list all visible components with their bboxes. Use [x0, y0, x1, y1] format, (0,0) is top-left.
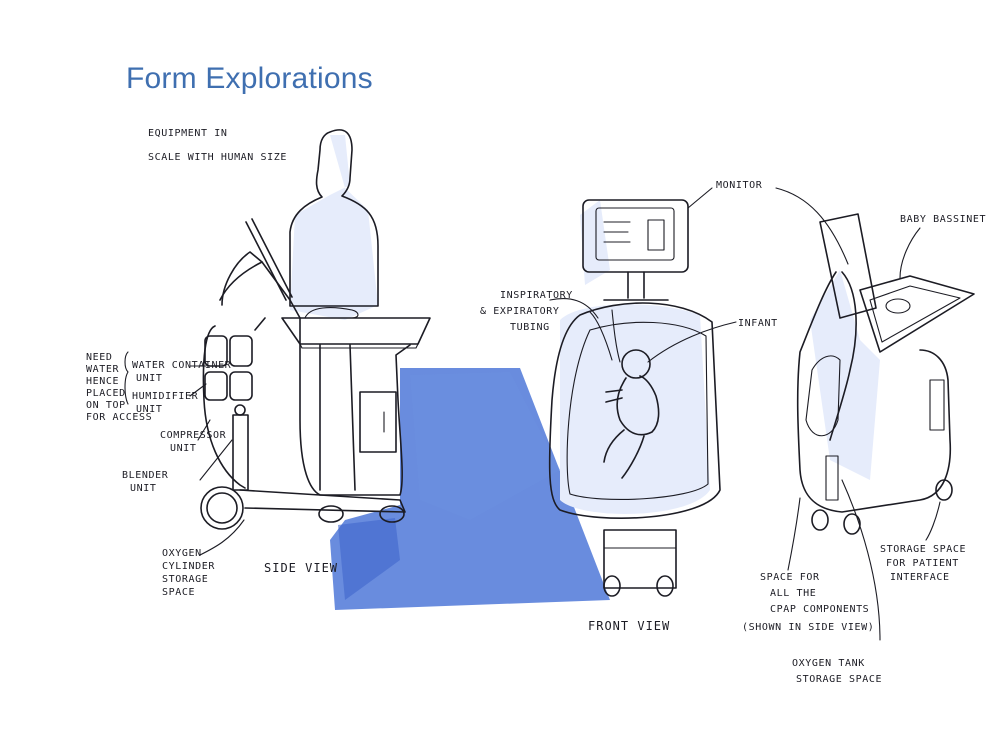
- label-need-water-0: NEED: [86, 352, 112, 363]
- label-storage-patient-0: STORAGE SPACE: [880, 544, 966, 555]
- page-title: Form Explorations: [126, 62, 373, 95]
- label-oxygen-cylinder-2: STORAGE: [162, 574, 208, 585]
- label-infant: INFANT: [738, 318, 778, 329]
- label-need-water-3: PLACED: [86, 388, 126, 399]
- label-oxygen-cylinder-0: OXYGEN: [162, 548, 202, 559]
- side-view-labels: EQUIPMENT IN SCALE WITH HUMAN SIZE NEED …: [86, 128, 338, 598]
- label-need-water-4: ON TOP: [86, 400, 126, 411]
- label-oxygen-cylinder-3: SPACE: [162, 587, 195, 598]
- label-water-container-0: WATER CONTAINER: [132, 360, 232, 371]
- label-compressor-0: COMPRESSOR: [160, 430, 227, 441]
- label-equipment-line2: SCALE WITH HUMAN SIZE: [148, 152, 287, 163]
- front-view-device: [548, 199, 721, 597]
- label-oxygen-cylinder-1: CYLINDER: [162, 561, 215, 572]
- label-storage-patient-2: INTERFACE: [890, 572, 950, 583]
- label-humidifier-1: UNIT: [136, 404, 162, 415]
- label-oxygen-tank-0: OXYGEN TANK: [792, 658, 865, 669]
- label-humidifier-0: HUMIDIFIER: [132, 391, 199, 402]
- label-cpap-space-3: (SHOWN IN SIDE VIEW): [742, 622, 874, 633]
- label-need-water-1: WATER: [86, 364, 119, 375]
- label-equipment-line1: EQUIPMENT IN: [148, 128, 227, 139]
- infant-figure: [603, 349, 660, 479]
- front-view-labels: MONITOR INSPIRATORY & EXPIRATORY TUBING …: [480, 180, 778, 633]
- label-blender-0: BLENDER: [122, 470, 169, 481]
- label-storage-patient-1: FOR PATIENT: [886, 558, 959, 569]
- label-inspiratory-2: TUBING: [510, 322, 550, 333]
- label-cpap-space-0: SPACE FOR: [760, 572, 820, 583]
- label-cpap-space-1: ALL THE: [770, 588, 816, 599]
- label-front-view: FRONT VIEW: [588, 619, 670, 633]
- perspective-labels: BABY BASSINET STORAGE SPACE FOR PATIENT …: [742, 214, 986, 685]
- label-inspiratory-0: INSPIRATORY: [500, 290, 573, 301]
- side-view-device: [200, 129, 431, 530]
- light-marker-washes: [290, 135, 880, 514]
- label-cpap-space-2: CPAP COMPONENTS: [770, 604, 869, 615]
- label-need-water-2: HENCE: [86, 376, 119, 387]
- label-inspiratory-1: & EXPIRATORY: [480, 306, 559, 317]
- label-monitor: MONITOR: [716, 180, 763, 191]
- label-need-water-5: FOR ACCESS: [86, 412, 152, 423]
- perspective-device: [796, 213, 975, 535]
- label-water-container-1: UNIT: [136, 373, 162, 384]
- label-oxygen-tank-1: STORAGE SPACE: [796, 674, 882, 685]
- label-blender-1: UNIT: [130, 483, 156, 494]
- leader-lines: [124, 187, 941, 641]
- label-baby-bassinet: BABY BASSINET: [900, 214, 986, 225]
- label-compressor-1: UNIT: [170, 443, 196, 454]
- label-side-view: SIDE VIEW: [264, 561, 338, 575]
